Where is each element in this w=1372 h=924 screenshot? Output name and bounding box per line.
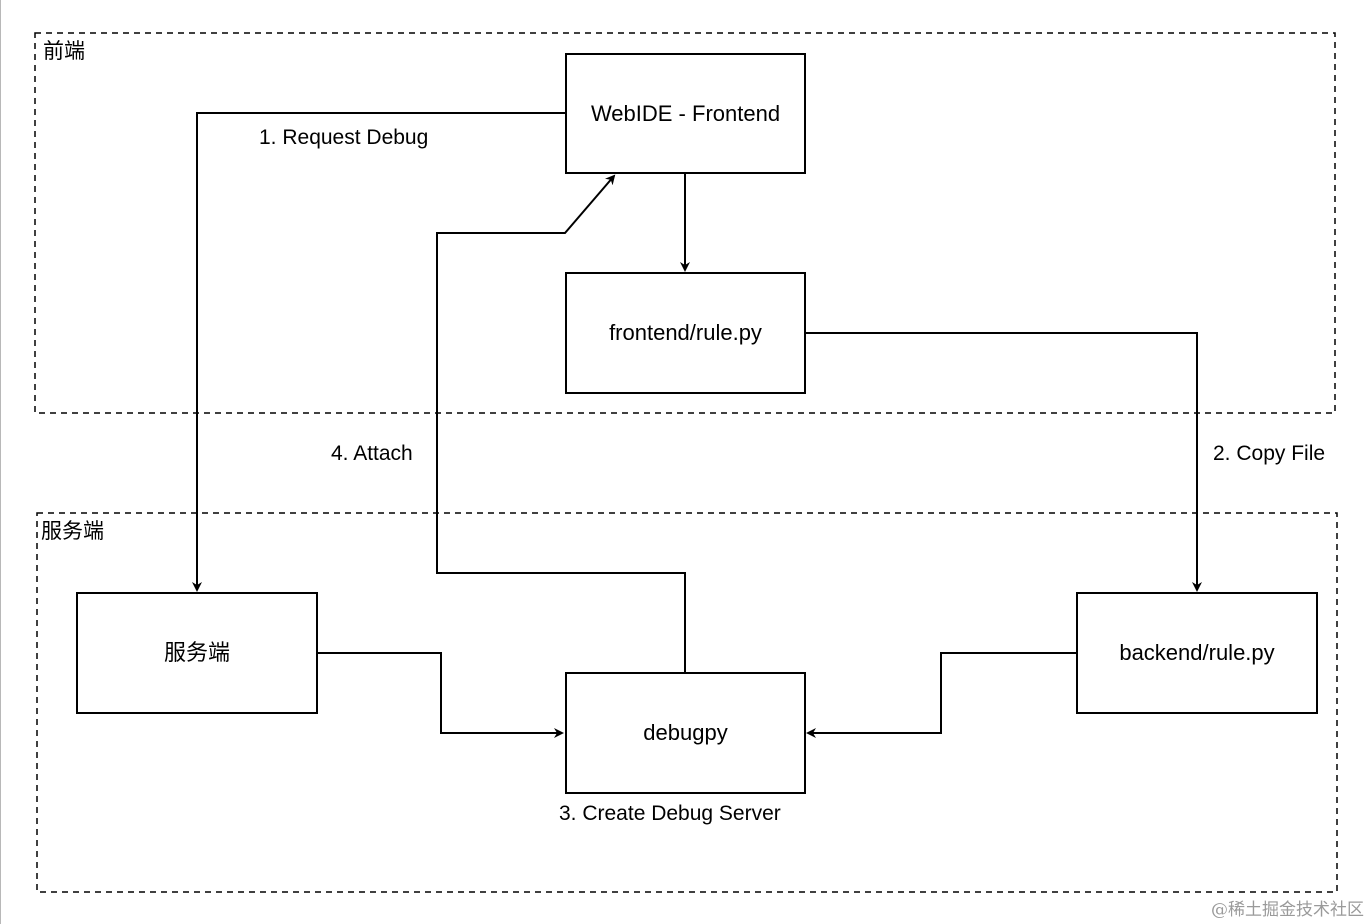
node-frontend-rule-py-label: frontend/rule.py — [609, 320, 762, 345]
edge-label-attach: 4. Attach — [331, 441, 413, 467]
edge-backend-rule-to-debugpy — [806, 652, 1077, 738]
edge-label-request-debug: 1. Request Debug — [259, 126, 429, 149]
node-webide-frontend[interactable]: WebIDE - Frontend — [565, 53, 806, 174]
group-frontend-border — [34, 32, 1336, 414]
group-backend-label: 服务端 — [41, 520, 104, 543]
edge-request-debug — [192, 112, 565, 592]
node-server-label: 服务端 — [163, 640, 230, 665]
window-edge-line — [0, 0, 1, 924]
edge-server-to-debugpy — [317, 652, 564, 738]
node-backend-rule-py[interactable]: backend/rule.py — [1076, 592, 1318, 714]
node-debugpy[interactable]: debugpy — [565, 672, 806, 794]
node-webide-frontend-label: WebIDE - Frontend — [590, 100, 781, 126]
watermark-text: @稀土掘金技术社区 — [1211, 900, 1364, 920]
node-server[interactable]: 服务端 — [76, 592, 318, 714]
node-frontend-rule-py[interactable]: frontend/rule.py — [565, 272, 806, 394]
edge-label-create-debug-server: 3. Create Debug Server — [559, 802, 781, 825]
edge-attach — [436, 174, 686, 673]
node-backend-rule-py-label: backend/rule.py — [1119, 640, 1275, 665]
edge-copy-file — [805, 332, 1202, 592]
group-frontend-label: 前端 — [43, 40, 85, 63]
edge-label-copy-file: 2. Copy File — [1213, 441, 1326, 467]
group-backend-border — [36, 512, 1338, 893]
node-debugpy-label: debugpy — [643, 720, 728, 745]
